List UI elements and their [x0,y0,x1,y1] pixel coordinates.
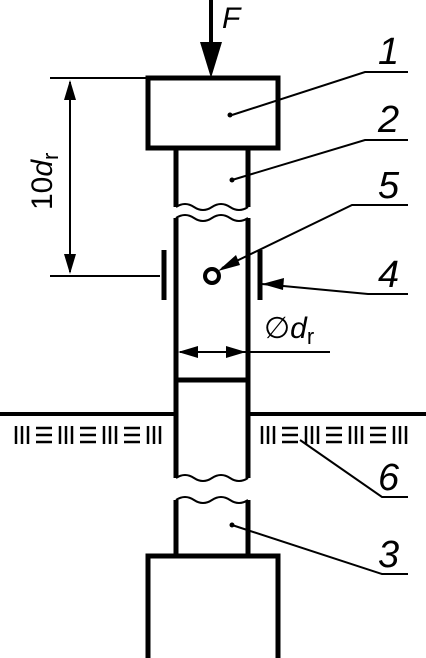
force-arrow [200,0,222,78]
upper-rod [173,148,251,211]
label-2: 2 [377,99,399,141]
diameter-label: ∅dr [264,312,314,349]
label-3: 3 [378,534,399,576]
length-label: 10dr [26,153,63,210]
bottom-block [145,553,281,658]
ground [0,412,426,444]
hole [203,267,221,285]
label-4: 4 [378,254,399,296]
middle-rod [173,214,251,383]
force-label: F [222,2,242,35]
length-dimension [50,77,160,277]
label-5: 5 [378,165,400,207]
label-1: 1 [378,31,399,73]
bottom-rod [173,496,251,556]
diameter-dimension [178,346,330,358]
leader-lines [221,71,408,575]
leader-arrow-4 [262,278,284,290]
top-block-marker [227,112,233,118]
label-6: 6 [378,457,400,499]
lower-rod [173,380,251,482]
top-block [145,75,281,151]
leader-arrow-5 [218,255,240,271]
